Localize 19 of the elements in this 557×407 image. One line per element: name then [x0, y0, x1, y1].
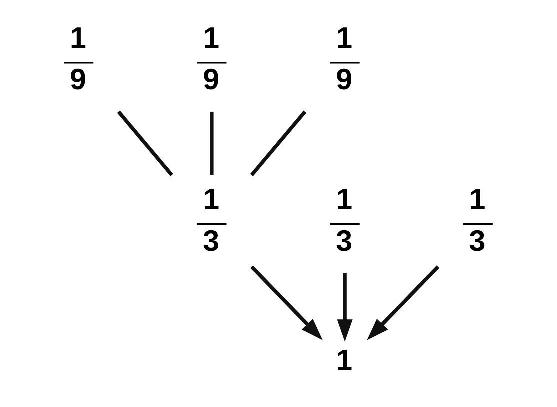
- node-label: 1: [70, 22, 86, 56]
- node-text: 1: [336, 344, 353, 378]
- node-label: 1: [469, 183, 486, 216]
- node-label: 3: [336, 224, 353, 258]
- arrow: [337, 273, 353, 342]
- node-label: 3: [469, 224, 486, 258]
- arrow: [250, 266, 323, 340]
- node-label: 1: [203, 22, 220, 56]
- node-label: 9: [70, 64, 86, 97]
- node-label: 1: [336, 22, 353, 56]
- connector: [210, 112, 214, 176]
- connector: [117, 110, 174, 176]
- node-label: 1: [336, 183, 353, 216]
- arrow: [367, 266, 440, 340]
- node-label: 3: [203, 224, 220, 258]
- node-label: 9: [336, 64, 353, 97]
- connector: [250, 110, 307, 176]
- node-label: 1: [203, 183, 220, 216]
- node-label: 9: [203, 64, 220, 97]
